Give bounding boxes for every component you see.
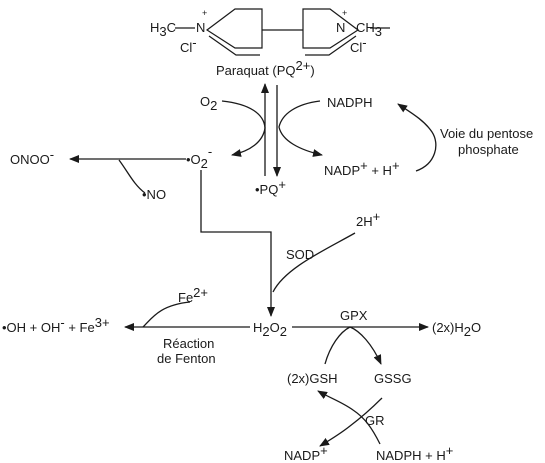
left-nitrogen-charge: + bbox=[202, 8, 207, 18]
left-chloride: Cl- bbox=[180, 35, 197, 55]
peroxynitrite-label: ONOO- bbox=[10, 147, 54, 167]
gpx-label: GPX bbox=[340, 308, 368, 323]
pentose-pathway-label-2: phosphate bbox=[458, 142, 519, 157]
gsh-label: (2x)GSH bbox=[287, 371, 338, 386]
hydrogen-peroxide-label: H2O2 bbox=[253, 320, 287, 339]
gr-nadph-to-nadp-curve bbox=[319, 397, 383, 447]
pq-radical-label: •PQ+ bbox=[255, 177, 286, 197]
left-pyridinium-ring bbox=[205, 8, 263, 49]
nadph-oxidation-arrow bbox=[278, 100, 323, 157]
right-nitrogen: N bbox=[336, 20, 345, 35]
nadp-product-label: NADP+ bbox=[284, 443, 328, 463]
paraquat-structure bbox=[175, 8, 390, 56]
no-input-curve bbox=[118, 159, 146, 194]
right-chloride: Cl- bbox=[350, 35, 367, 55]
gpx-crossing-curve bbox=[324, 326, 382, 365]
o2-reduction-arrow bbox=[221, 100, 266, 157]
nadph-substrate-label: NADPH + H+ bbox=[376, 443, 453, 463]
gssg-label: GSSG bbox=[374, 371, 412, 386]
left-methyl: H3C bbox=[150, 20, 176, 39]
fenton-label-1: Réaction bbox=[163, 336, 214, 351]
superoxide-label: •O2- bbox=[186, 144, 212, 171]
sod-label: SOD bbox=[286, 247, 314, 262]
right-pyridinium-ring bbox=[302, 8, 360, 49]
right-nitrogen-charge: + bbox=[342, 8, 347, 18]
left-nitrogen: N bbox=[196, 20, 205, 35]
paraquat-name: Paraquat (PQ2+) bbox=[216, 58, 315, 78]
iron-input-curve bbox=[142, 301, 191, 328]
superoxide-to-h2o2-path bbox=[200, 170, 275, 317]
water-label: (2x)H2O bbox=[432, 320, 481, 339]
pentose-pathway-arrow bbox=[397, 103, 437, 172]
iron-ii-label: Fe2+ bbox=[178, 285, 208, 305]
gr-label: GR bbox=[365, 413, 385, 428]
protons-input-curve bbox=[272, 232, 356, 293]
fenton-label-2: de Fenton bbox=[157, 351, 216, 366]
nitric-oxide-label: •NO bbox=[142, 187, 166, 202]
protons-label: 2H+ bbox=[356, 209, 380, 229]
nadp-label: NADP+ + H+ bbox=[324, 158, 400, 178]
right-methyl: CH3 bbox=[356, 20, 382, 39]
gr-gssg-to-gsh-curve bbox=[317, 390, 381, 445]
oxygen-label: O2 bbox=[200, 94, 217, 113]
fenton-products-label: •OH + OH- + Fe3+ bbox=[2, 315, 110, 335]
nadph-label: NADPH bbox=[327, 95, 373, 110]
pentose-pathway-label-1: Voie du pentose bbox=[440, 126, 533, 141]
